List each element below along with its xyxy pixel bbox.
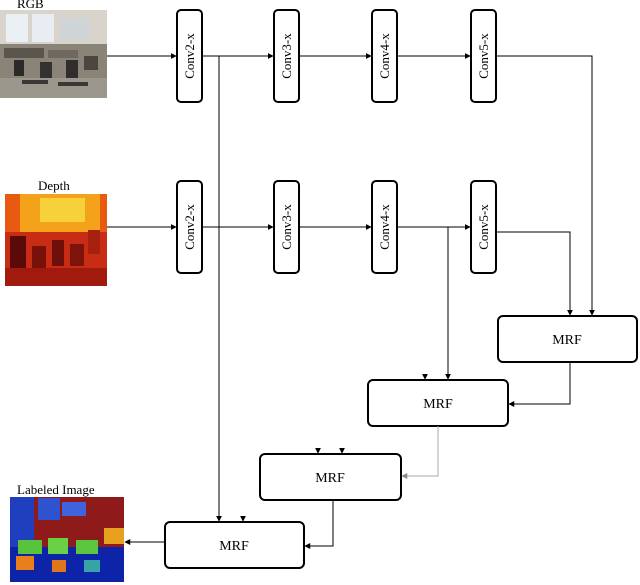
rgb-conv3-box: Conv3-x <box>273 9 300 103</box>
rgb-conv5-box: Conv5-x <box>470 9 497 103</box>
rgb-conv5-label: Conv5-x <box>476 33 491 79</box>
mrf-box-2: MRF <box>367 379 509 427</box>
mrf-box-3: MRF <box>259 453 402 501</box>
mrf-1-label: MRF <box>552 333 582 348</box>
mrf-box-1: MRF <box>497 315 638 363</box>
depth-conv2-label: Conv2-x <box>182 204 197 250</box>
mrf-3-label: MRF <box>315 471 345 486</box>
depth-label: Depth <box>38 178 70 193</box>
depth-conv3-box: Conv3-x <box>273 180 300 274</box>
depth-conv5-box: Conv5-x <box>470 180 497 274</box>
rgb-connectors <box>107 53 595 522</box>
rgb-conv2-box: Conv2-x <box>176 9 203 103</box>
depth-connectors <box>107 224 573 380</box>
labeled-image-label: Labeled Image <box>17 482 95 497</box>
depth-conv4-box: Conv4-x <box>371 180 398 274</box>
depth-image <box>5 194 107 286</box>
rgb-conv4-box: Conv4-x <box>371 9 398 103</box>
mrf-4-label: MRF <box>219 539 249 554</box>
depth-conv2-box: Conv2-x <box>176 180 203 274</box>
depth-conv4-label: Conv4-x <box>377 204 392 250</box>
rgb-label: RGB <box>17 0 44 11</box>
labeled-image <box>10 497 124 582</box>
mrf-2-label: MRF <box>423 397 453 412</box>
rgb-conv2-label: Conv2-x <box>182 33 197 79</box>
rgb-image <box>0 10 107 98</box>
mrf-connectors <box>124 362 571 549</box>
rgb-conv3-label: Conv3-x <box>279 33 294 79</box>
rgb-conv4-label: Conv4-x <box>377 33 392 79</box>
mrf-box-4: MRF <box>164 521 305 569</box>
depth-conv3-label: Conv3-x <box>279 204 294 250</box>
depth-conv5-label: Conv5-x <box>476 204 491 250</box>
